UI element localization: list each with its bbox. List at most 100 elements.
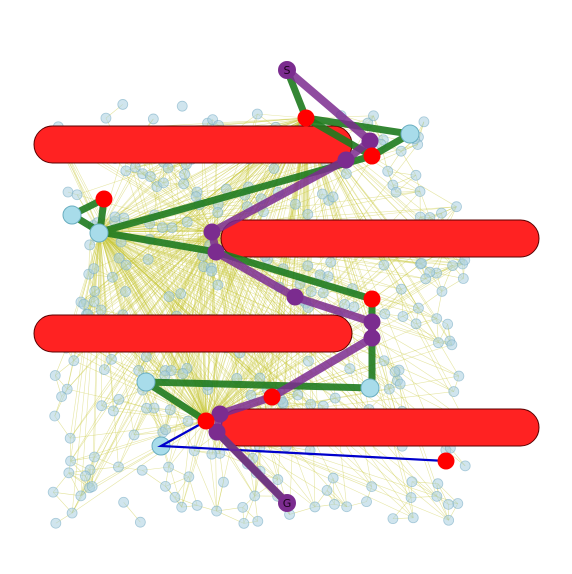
sample-node (431, 490, 443, 502)
sample-node (305, 398, 317, 410)
smoothed-path-node (361, 132, 379, 150)
sample-node (190, 191, 202, 203)
tree-node (89, 223, 109, 243)
sample-edge (149, 231, 213, 240)
sample-edge (205, 420, 217, 512)
sample-node (379, 308, 391, 320)
sample-node (329, 498, 340, 510)
sample-node (113, 393, 125, 405)
waypoint-node (363, 290, 381, 308)
sample-node (156, 222, 168, 234)
sample-edge (167, 167, 213, 233)
waypoint-node (95, 190, 113, 208)
sample-node (64, 432, 76, 444)
sample-edge (99, 231, 439, 343)
goal-connector-layer (157, 420, 447, 463)
sample-node (383, 383, 395, 395)
sample-node (163, 461, 174, 473)
sample-node (109, 211, 121, 223)
sample-edge (99, 231, 459, 377)
sample-node (252, 515, 264, 527)
waypoint-node (297, 109, 315, 127)
sample-node (327, 191, 339, 203)
sample-edge (99, 231, 454, 392)
sample-edge (80, 231, 101, 496)
sample-node (75, 490, 87, 502)
sample-edge (94, 420, 207, 458)
sample-node (107, 271, 118, 283)
sample-node (80, 470, 91, 482)
sample-node (206, 265, 217, 277)
sample-node (169, 491, 181, 503)
sample-edge (219, 117, 307, 454)
sample-edge (211, 231, 347, 507)
goal-connector-edge (157, 420, 447, 463)
sample-edge (99, 231, 316, 508)
sample-node (144, 171, 156, 182)
sample-node (407, 512, 419, 524)
obstacle-bar (220, 408, 540, 447)
sample-node (178, 178, 190, 190)
tree-node (136, 372, 156, 392)
sample-node (432, 478, 444, 490)
sample-edge (193, 117, 307, 451)
sample-edge (99, 231, 102, 310)
smoothed-path-node (208, 423, 226, 441)
sample-node (238, 517, 250, 529)
sample-edge (211, 231, 290, 515)
sample-edge (99, 231, 217, 512)
sample-node (382, 165, 394, 177)
sample-node (212, 206, 224, 218)
sample-node (329, 392, 341, 404)
sample-node (416, 257, 427, 269)
sample-node (95, 304, 107, 316)
sample-node (457, 273, 469, 284)
smoothed-path-node (337, 151, 355, 169)
sample-edge (99, 231, 268, 390)
sample-node (325, 256, 337, 268)
sample-node (181, 216, 193, 228)
sample-node (88, 296, 100, 307)
sample-node (302, 260, 314, 272)
sample-node (303, 355, 314, 367)
sample-node (49, 370, 61, 381)
sample-node (309, 501, 321, 513)
tree-node (400, 124, 420, 144)
sample-node (56, 391, 67, 403)
sample-node (147, 113, 159, 125)
sample-edge (211, 231, 256, 496)
sample-node (302, 208, 314, 220)
sample-node (390, 186, 402, 198)
sample-node (405, 492, 417, 503)
sample-edge (94, 117, 307, 458)
smoothed-path-node (286, 288, 304, 306)
sample-edge (205, 158, 250, 422)
sample-node (100, 112, 112, 124)
sample-node (107, 405, 119, 417)
sample-node (443, 514, 455, 526)
sample-node (389, 366, 401, 378)
sample-node (106, 353, 117, 365)
sample-node (88, 451, 100, 463)
sample-node (47, 486, 59, 498)
sample-node (436, 207, 447, 219)
sample-node (314, 269, 326, 281)
sample-node (420, 273, 432, 285)
sample-node (410, 318, 422, 330)
sample-node (175, 288, 187, 300)
sample-edge (211, 231, 316, 508)
sample-node (448, 386, 460, 397)
sample-edge (282, 117, 307, 403)
sample-edge (99, 231, 181, 294)
sample-edge (181, 420, 207, 508)
sample-edge (99, 231, 304, 330)
sample-node (348, 301, 360, 313)
sample-edge (66, 231, 213, 390)
sample-node (397, 311, 409, 322)
sample-node (317, 188, 328, 200)
sample-edge (99, 231, 347, 507)
sample-edge (70, 117, 307, 462)
sample-node (71, 189, 83, 201)
sample-node (68, 355, 80, 367)
waypoint-node (363, 147, 381, 165)
